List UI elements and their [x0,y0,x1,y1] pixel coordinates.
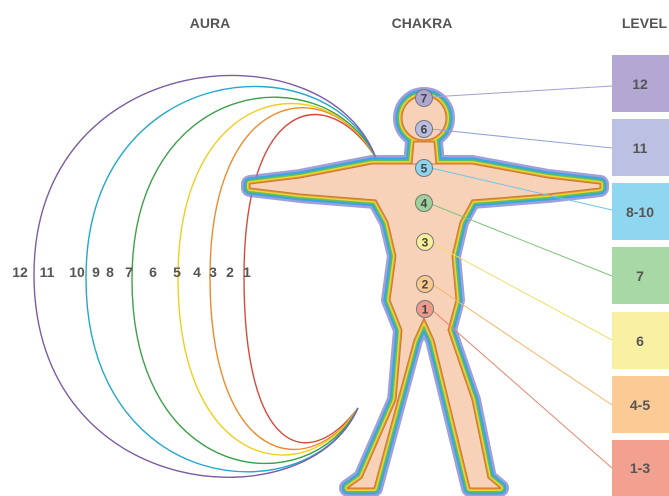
chakra-3-label: 3 [422,236,429,250]
chakra-3: 3 [417,234,434,251]
connector-7 [431,86,612,97]
chakra-7-label: 7 [421,92,428,106]
aura-number-1: 1 [243,264,251,280]
level-box-4-5-label: 4-5 [630,397,650,413]
level-box-6: 6 [612,312,669,369]
chakra-1-label: 1 [422,303,429,317]
level-box-1-3-label: 1-3 [630,460,650,476]
aura-ring-4 [132,97,376,463]
level-box-11-label: 11 [633,140,648,156]
aura-number-3: 3 [209,264,217,280]
aura-number-7: 7 [125,264,133,280]
level-box-11: 11 [612,119,669,176]
aura-number-11: 11 [40,264,55,280]
aura-ring-6 [34,75,376,477]
aura-header: AURA [190,15,230,31]
chakra-4: 4 [416,195,433,212]
aura-number-2: 2 [226,264,234,280]
connector-6 [431,129,612,148]
chakra-7: 7 [416,90,433,107]
level-header: LEVEL [622,15,668,31]
level-box-1-3: 1-3 [612,440,669,496]
chakra-points: 7 6 5 4 3 2 1 [416,90,434,318]
aura-number-6: 6 [149,264,157,280]
aura-rings [34,75,376,477]
chakra-6-label: 6 [421,123,428,137]
level-box-12-label: 12 [632,76,648,92]
aura-number-4: 4 [193,264,201,280]
level-box-6-label: 6 [636,333,644,349]
aura-number-5: 5 [173,264,181,280]
chakra-1: 1 [417,301,434,318]
level-box-8-10-label: 8-10 [626,204,654,220]
chakra-5: 5 [416,160,433,177]
level-box-7: 7 [612,247,669,304]
level-boxes: 12 11 8-10 7 6 4-5 1-3 [612,55,669,496]
level-box-12: 12 [612,55,669,112]
aura-layer-numbers: 12 11 10 9 8 7 6 5 4 3 2 1 [12,264,251,280]
chakra-2-label: 2 [422,278,429,292]
chakra-header: CHAKRA [392,15,453,31]
chakra-5-label: 5 [421,162,428,176]
aura-ring-3 [178,104,376,456]
aura-number-9: 9 [92,264,100,280]
chakra-2: 2 [417,276,434,293]
level-box-4-5: 4-5 [612,376,669,433]
aura-number-10: 10 [69,264,85,280]
aura-number-12: 12 [12,264,28,280]
level-box-7-label: 7 [636,268,644,284]
level-box-8-10: 8-10 [612,183,669,240]
aura-number-8: 8 [106,264,114,280]
chakra-4-label: 4 [421,197,428,211]
chakra-6: 6 [416,121,433,138]
